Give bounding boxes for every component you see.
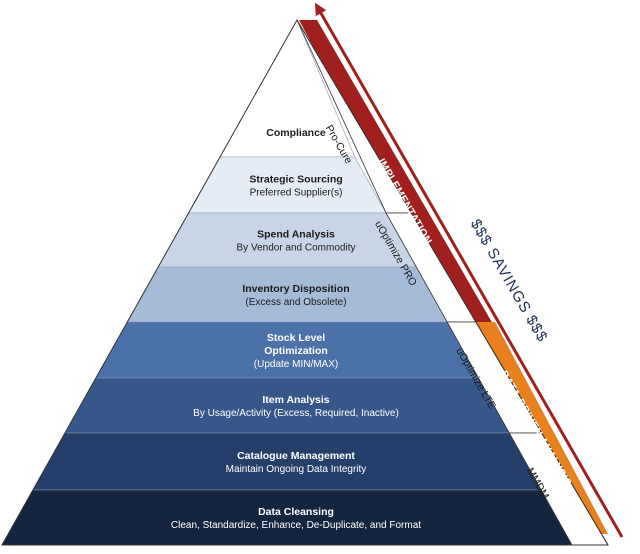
- level-4-subtitle: (Excess and Obsolete): [245, 297, 346, 308]
- level-7-title: Catalogue Management: [237, 450, 355, 462]
- level-1-title: Compliance: [266, 127, 326, 139]
- savings-arrow: [315, 2, 624, 538]
- level-3-subtitle: By Vendor and Commodity: [237, 243, 356, 254]
- level-8-subtitle: Clean, Standardize, Enhance, De-Duplicat…: [171, 520, 421, 531]
- level-2-title: Strategic Sourcing: [249, 174, 342, 186]
- level-7-subtitle: Maintain Ongoing Data Integrity: [226, 464, 367, 475]
- pyramid-outline: [1, 18, 609, 546]
- level-3-title: Spend Analysis: [257, 229, 335, 241]
- level-5-title: Optimization: [264, 345, 328, 357]
- level-4-title: Inventory Disposition: [242, 283, 349, 295]
- tool-separators: [1, 18, 609, 546]
- level-5-subtitle: (Update MIN/MAX): [254, 359, 338, 370]
- implementation-band: [299, 20, 530, 388]
- level-6-subtitle: By Usage/Activity (Excess, Required, Ina…: [193, 408, 399, 419]
- level-2-subtitle: Preferred Supplier(s): [250, 188, 343, 199]
- level-6-title: Item Analysis: [262, 394, 329, 406]
- level-5-title: Stock Level: [267, 332, 325, 344]
- level-8-title: Data Cleansing: [258, 506, 334, 518]
- pyramid-levels: [1, 19, 573, 546]
